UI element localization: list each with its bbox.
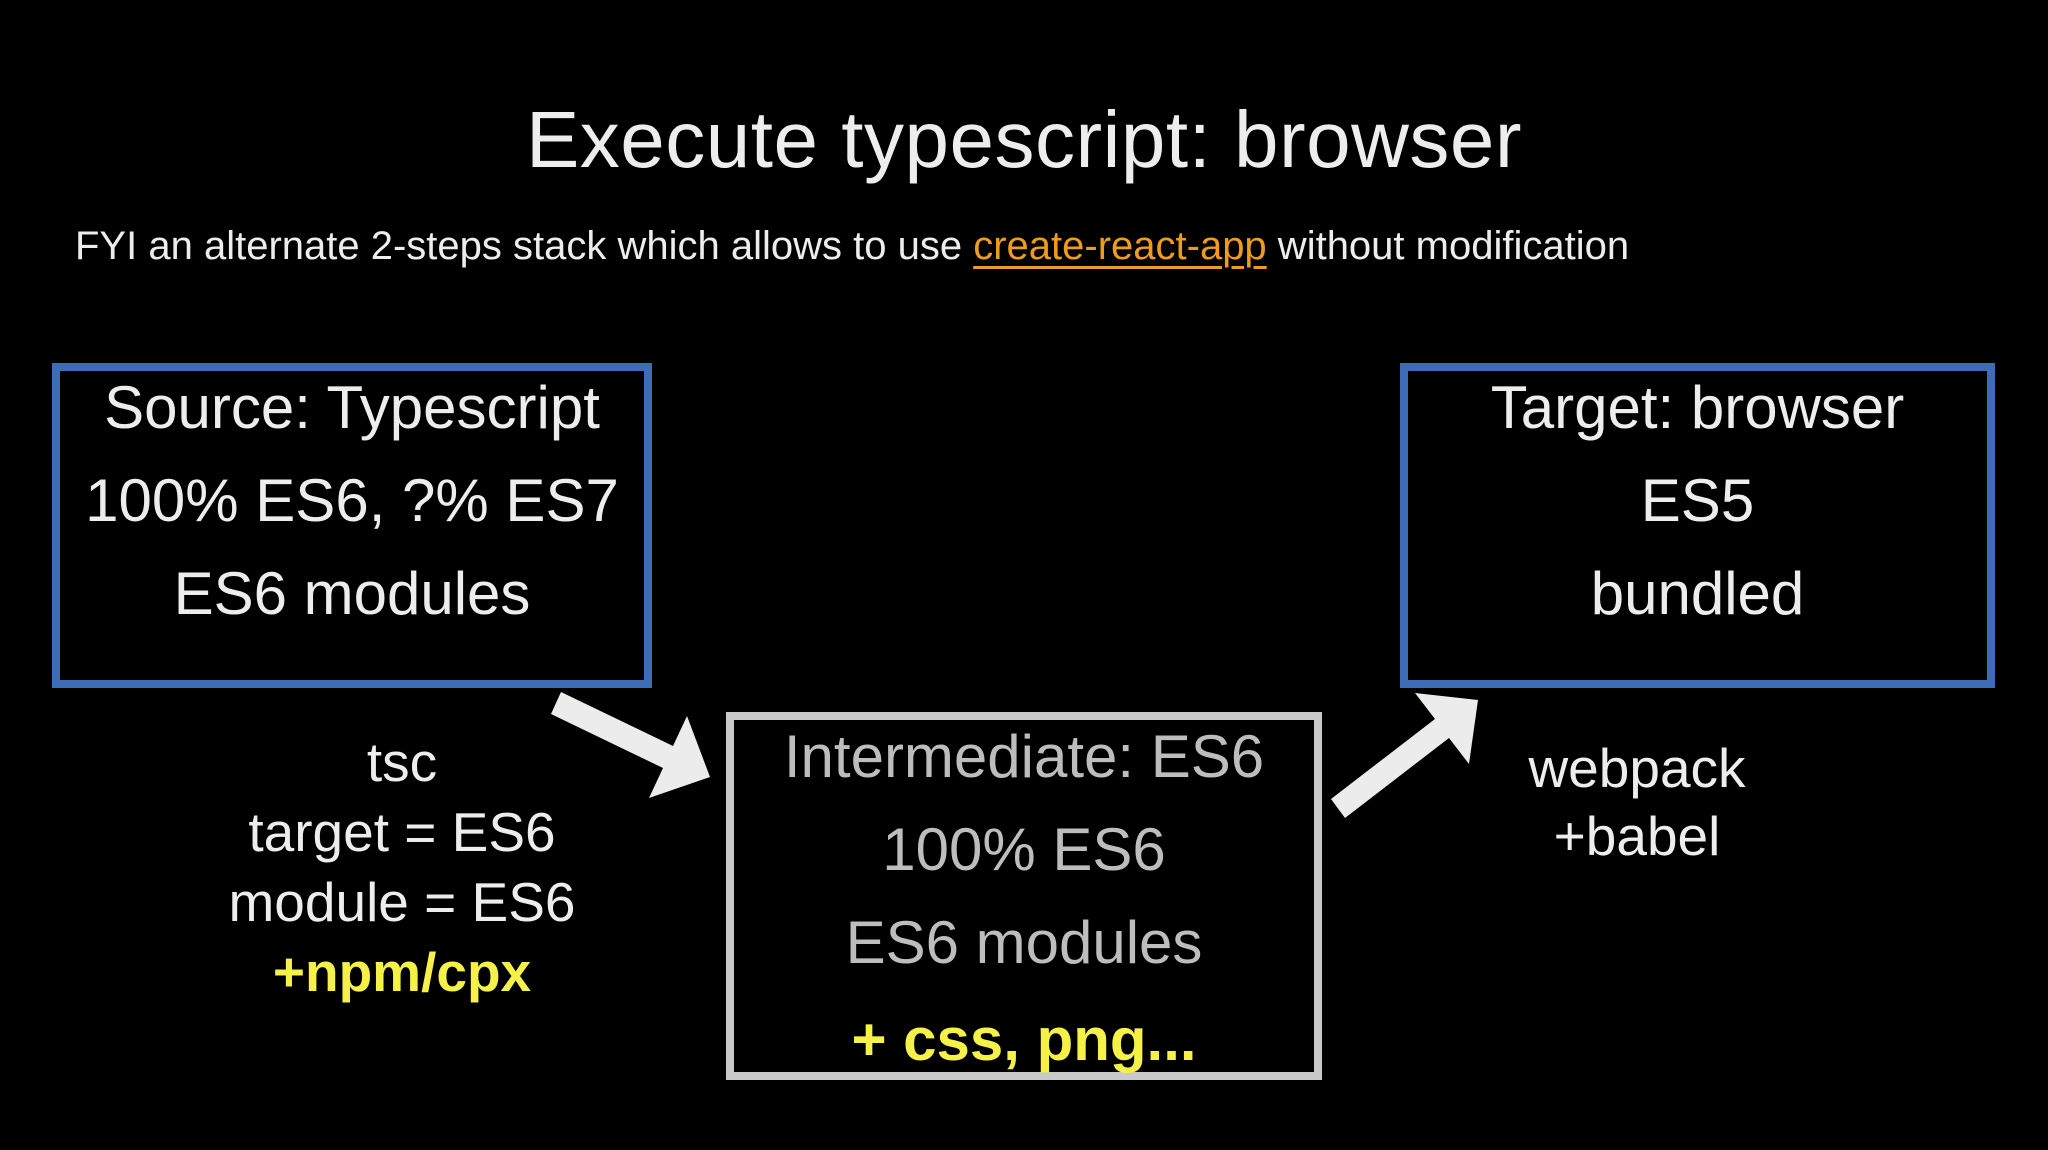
intermediate-box-line: ES6 modules [845, 909, 1203, 976]
target-box-line: bundled [1590, 560, 1805, 627]
tsc-annotation-highlight-line: +npm/cpx [272, 941, 532, 1003]
webpack-annotation-line: +babel [1553, 805, 1721, 867]
target-box-line: Target: browser [1490, 374, 1905, 441]
webpack-annotation-line: webpack [1528, 737, 1746, 799]
target-box: Target: browser ES5 bundled [1400, 363, 1995, 688]
intermediate-box-line: Intermediate: ES6 [783, 723, 1265, 790]
intermediate-box-highlight-line: + css, png... [851, 1006, 1197, 1073]
page-title: Execute typescript: browser [525, 95, 1523, 184]
source-box-line: ES6 modules [173, 560, 531, 627]
create-react-app-link[interactable]: create-react-app [973, 224, 1267, 268]
intermediate-box: Intermediate: ES6 100% ES6 ES6 modules +… [726, 712, 1322, 1080]
source-box: Source: Typescript 100% ES6, ?% ES7 ES6 … [52, 363, 652, 688]
tsc-annotation: tsc target = ES6 module = ES6 +npm/cpx [228, 727, 575, 1007]
source-box-line: 100% ES6, ?% ES7 [85, 467, 619, 534]
webpack-annotation: webpack +babel [1528, 734, 1745, 870]
subtitle-suffix: without modification [1266, 224, 1630, 268]
target-box-line: ES5 [1640, 467, 1755, 534]
tsc-annotation-line: tsc [366, 731, 438, 793]
intermediate-box-line: 100% ES6 [882, 816, 1166, 883]
subtitle: FYI an alternate 2-steps stack which all… [75, 220, 1629, 272]
tsc-annotation-line: target = ES6 [248, 801, 556, 863]
subtitle-prefix: FYI an alternate 2-steps stack which all… [75, 224, 974, 268]
source-box-line: Source: Typescript [104, 374, 600, 441]
arrow-intermediate-to-target-icon [1331, 693, 1478, 818]
tsc-annotation-line: module = ES6 [228, 871, 576, 933]
